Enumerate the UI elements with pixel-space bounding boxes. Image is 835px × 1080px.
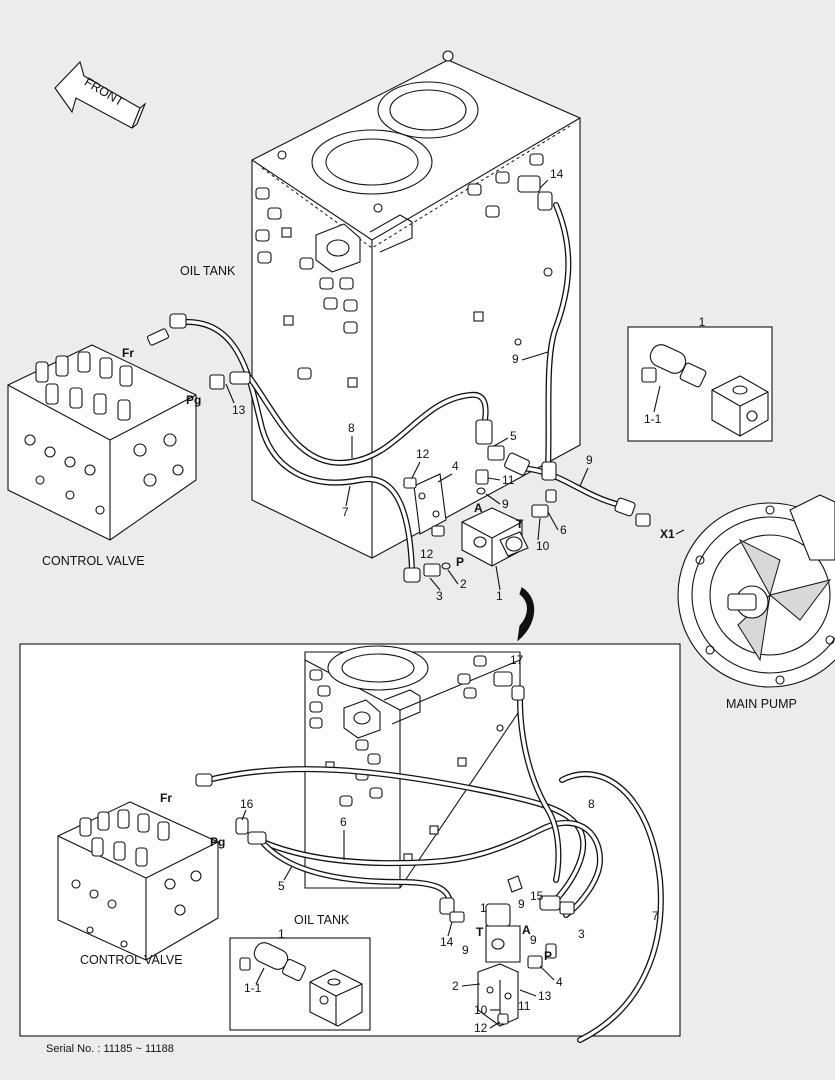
lower-hoses	[205, 695, 664, 1043]
callout-13-upper: 13	[232, 403, 246, 417]
callout-2-lower: 2	[452, 979, 459, 993]
callout-10-lower: 10	[474, 1003, 488, 1017]
callout-11-upper: 11	[502, 473, 515, 487]
callout-3-lower: 3	[578, 927, 585, 941]
callout-9-upper-a: 9	[502, 497, 509, 511]
callout-9-lower-b: 9	[530, 933, 537, 947]
callout-10-upper: 3	[436, 589, 443, 603]
callout-16-lower: 16	[240, 797, 254, 811]
port-a-upper: A	[474, 501, 483, 515]
port-t-upper: T	[516, 517, 524, 531]
callout-4-upper: 6	[560, 523, 567, 537]
callout-1-upper-b: 1	[496, 589, 503, 603]
callout-8-upper: 9	[512, 352, 519, 366]
callout-3-upper: 5	[510, 429, 517, 443]
callout-2-upper: 4	[452, 459, 459, 473]
callout-12-upper-a: 12	[416, 447, 430, 461]
callout-5-lower: 5	[278, 879, 285, 893]
port-fr-lower: Fr	[160, 791, 172, 805]
control-valve-upper: CONTROL VALVE	[7, 344, 197, 568]
callout-15-lower: 15	[530, 889, 544, 903]
callout-12-lower: 12	[474, 1021, 488, 1035]
oil-tank-upper: OIL TANK	[180, 50, 581, 559]
port-p-upper: P	[456, 555, 464, 569]
oil-tank-upper-label: OIL TANK	[180, 264, 236, 278]
callout-6-lower: 6	[340, 815, 347, 829]
callout-4-lower: 4	[556, 975, 563, 989]
port-p-lower: P	[544, 949, 552, 963]
callout-14-upper: 14	[550, 167, 564, 181]
callout-9-upper-c: 2	[460, 577, 467, 591]
callout-9-lower-c: 9	[462, 943, 469, 957]
serial-number: Serial No. : 11185 ~ 11188	[46, 1043, 174, 1055]
callout-8-lower: 8	[588, 797, 595, 811]
upper-callouts: Fr Pg 13 14 9 8 7 5 11 9 9 6 10 12 4 12 …	[122, 167, 685, 603]
main-pump: MAIN PUMP	[677, 494, 835, 711]
upper-fittings	[146, 175, 651, 583]
callout-14-lower: 14	[440, 935, 454, 949]
inset-lower-sub: 1-1	[244, 981, 262, 995]
port-a-lower: A	[522, 923, 531, 937]
control-valve-lower: CONTROL VALVE	[57, 801, 219, 967]
callout-1-lower-b: 1	[480, 901, 487, 915]
inset-lower-title: 1	[278, 927, 285, 941]
control-valve-upper-label: CONTROL VALVE	[42, 554, 145, 568]
port-pg-upper: Pg	[186, 393, 201, 407]
oil-tank-lower: OIL TANK	[294, 645, 521, 927]
callout-17-lower: 17	[510, 653, 524, 667]
transition-arrow	[517, 587, 535, 642]
callout-6-upper: 8	[348, 421, 355, 435]
inset-upper-sub: 1-1	[644, 412, 662, 426]
oil-tank-lower-label: OIL TANK	[294, 913, 350, 927]
callout-9-upper-b: 10	[536, 539, 550, 553]
callout-7-lower: 7	[652, 909, 659, 923]
callout-9-lower-a: 9	[518, 897, 525, 911]
port-t-lower: T	[476, 925, 484, 939]
lower-callouts: 17 Fr Pg 16 8 6 5 7 15 9 1 T A P 3 9 14 …	[160, 653, 659, 1035]
port-x1: X1	[660, 527, 675, 541]
port-fr-upper: Fr	[122, 346, 134, 360]
callout-5-upper: 7	[342, 505, 349, 519]
inset-upper-title: 1	[699, 315, 706, 329]
main-pump-label: MAIN PUMP	[726, 697, 797, 711]
port-pg-lower: Pg	[210, 835, 225, 849]
callout-12-upper-b: 12	[420, 547, 434, 561]
callout-7-upper: 9	[586, 453, 593, 467]
upper-hoses	[182, 202, 623, 573]
front-arrow: FRONT	[54, 60, 147, 129]
callout-13-lower: 13	[538, 989, 552, 1003]
lower-fittings	[195, 671, 575, 1027]
callout-11-lower: 11	[518, 999, 531, 1013]
control-valve-lower-label: CONTROL VALVE	[80, 953, 183, 967]
solenoid-inset-upper: 1 1-1	[627, 315, 773, 442]
solenoid-inset-lower: 1 1-1	[229, 927, 371, 1031]
